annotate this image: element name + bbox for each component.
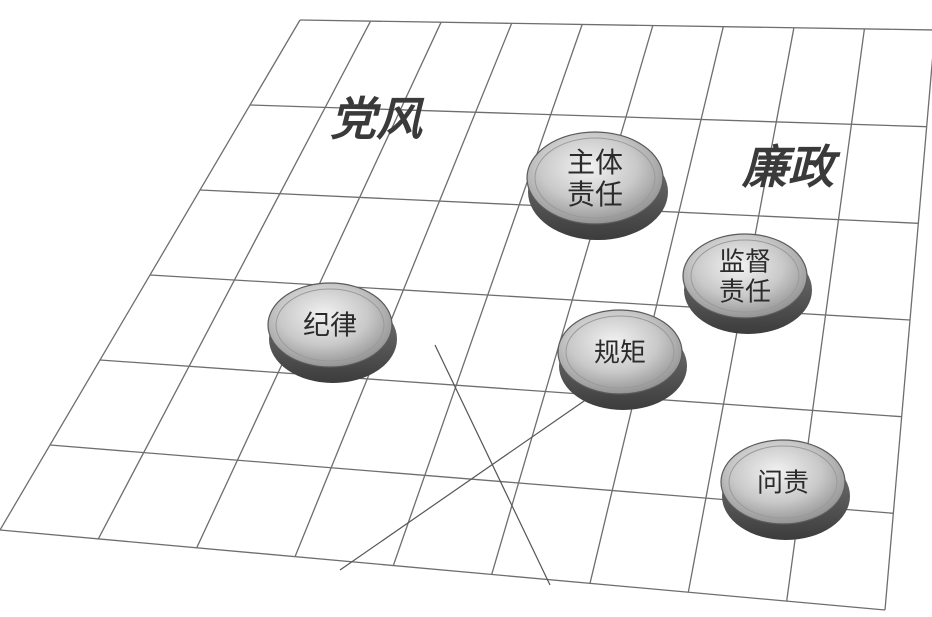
piece-inner-ring bbox=[728, 445, 838, 519]
piece-inner-ring bbox=[690, 239, 800, 313]
piece-label: 责任 bbox=[719, 277, 771, 307]
grid-line-horizontal bbox=[249, 104, 927, 128]
chess-piece-guiju: 规矩 bbox=[557, 309, 687, 410]
piece-inner-ring bbox=[534, 137, 656, 219]
grid-line-horizontal bbox=[299, 19, 932, 31]
palace-diagonal bbox=[339, 389, 601, 571]
piece-label: 纪律 bbox=[303, 311, 357, 342]
piece-face bbox=[557, 309, 683, 395]
grid-line-horizontal bbox=[0, 529, 886, 611]
board-palace-diagonals bbox=[339, 344, 601, 586]
piece-label: 规矩 bbox=[594, 338, 646, 368]
piece-face bbox=[682, 233, 808, 319]
chess-piece-jilv: 纪律 bbox=[267, 282, 397, 383]
board-label-dangfeng: 党风 bbox=[330, 92, 425, 146]
piece-label: 主体 bbox=[567, 146, 623, 179]
grid-line-horizontal bbox=[99, 359, 902, 418]
piece-label: 责任 bbox=[567, 178, 623, 211]
piece-label: 监督 bbox=[719, 247, 771, 277]
piece-label: 问责 bbox=[757, 468, 809, 498]
piece-inner-ring bbox=[275, 288, 385, 362]
piece-face bbox=[720, 439, 846, 525]
piece-inner-ring bbox=[565, 315, 675, 389]
board-label-lianzheng: 廉政 bbox=[741, 140, 841, 194]
piece-face bbox=[267, 282, 393, 368]
chess-piece-wenze: 问责 bbox=[720, 439, 850, 540]
piece-face bbox=[526, 131, 664, 225]
